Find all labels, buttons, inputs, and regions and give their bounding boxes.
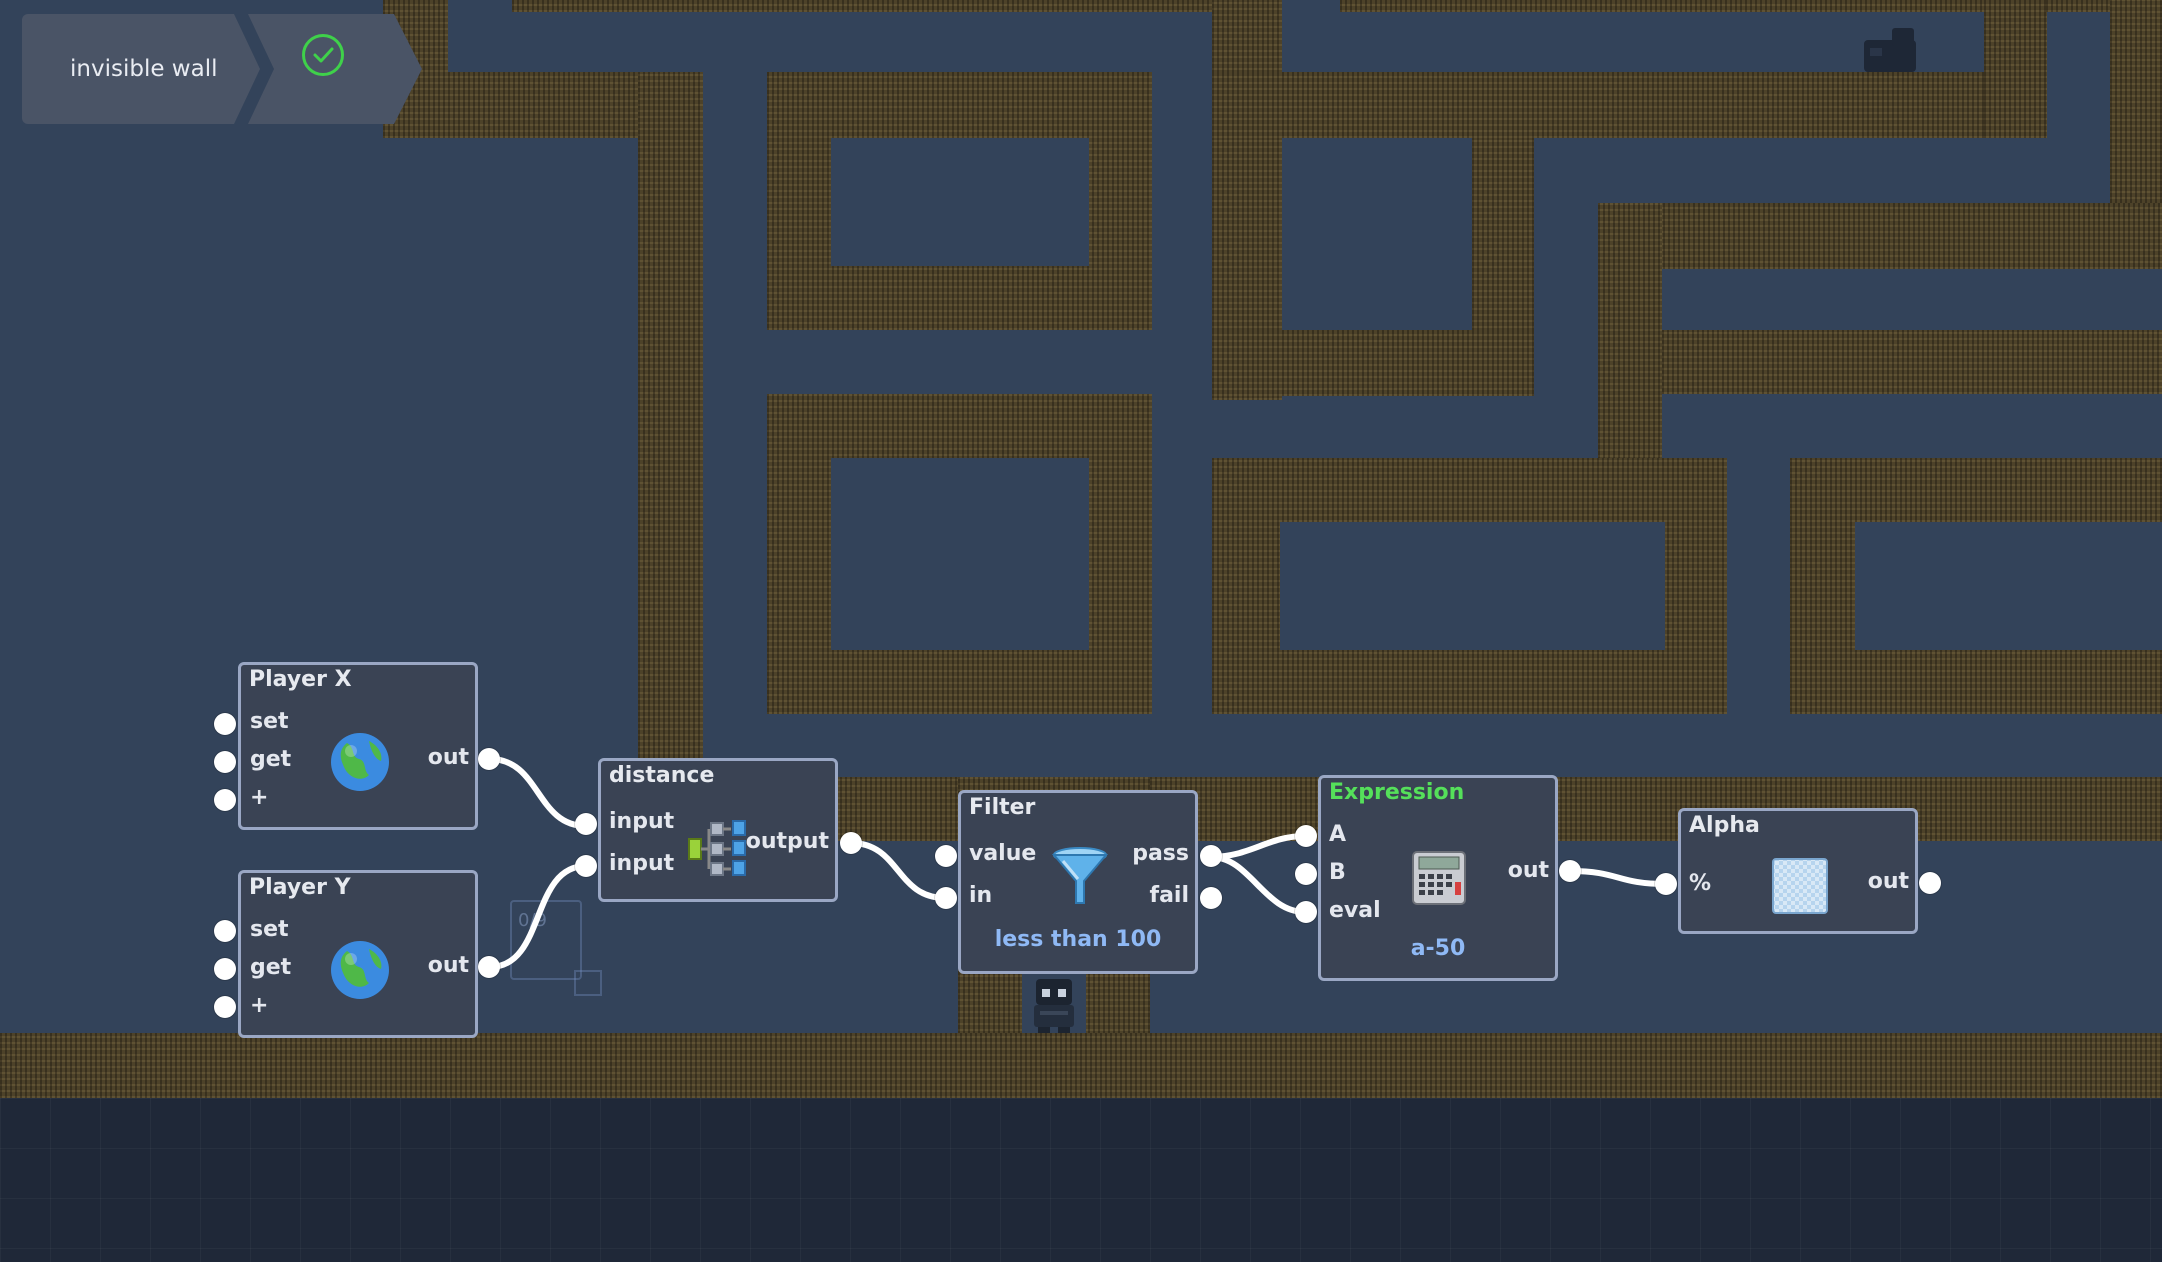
maze-wall — [1984, 0, 2047, 138]
port-label-value: value — [969, 841, 1037, 866]
node-expression[interactable]: Expression A B eval out a-50 — [1318, 775, 1558, 981]
check-circle-icon — [302, 34, 344, 76]
port-label-out: out — [1507, 858, 1549, 883]
maze-wall — [2110, 0, 2162, 205]
port-player-x-get[interactable] — [214, 751, 236, 773]
port-label-a: A — [1329, 822, 1347, 847]
calculator-icon — [1411, 850, 1467, 910]
maze-wall — [638, 72, 703, 772]
port-alpha-out[interactable] — [1919, 872, 1941, 894]
port-label-out: out — [427, 745, 469, 770]
maze-room — [1855, 522, 2162, 650]
port-player-y-out[interactable] — [478, 956, 500, 978]
port-player-y-get[interactable] — [214, 958, 236, 980]
port-label-plus: + — [250, 785, 269, 810]
port-filter-fail[interactable] — [1200, 887, 1222, 909]
port-label-get: get — [250, 955, 292, 980]
port-expression-eval[interactable] — [1295, 901, 1317, 923]
maze-wall — [1340, 0, 1990, 12]
node-title: Expression — [1329, 780, 1465, 805]
port-filter-pass[interactable] — [1200, 845, 1222, 867]
maze-wall — [1598, 203, 1662, 463]
wire-playery-distance[interactable] — [489, 863, 587, 970]
wire-expression-alpha[interactable] — [1569, 868, 1667, 887]
port-filter-in[interactable] — [935, 887, 957, 909]
globe-icon — [329, 731, 391, 797]
maze-wall — [1212, 330, 1534, 396]
port-label-get: get — [250, 747, 292, 772]
funnel-icon — [1051, 845, 1109, 911]
port-label-pass: pass — [1132, 841, 1189, 866]
maze-wall — [1212, 72, 2047, 138]
port-distance-input-2[interactable] — [575, 855, 597, 877]
port-distance-output[interactable] — [840, 832, 862, 854]
port-expression-out[interactable] — [1559, 860, 1581, 882]
bottom-grid-area — [0, 1098, 2162, 1262]
port-label-b: B — [1329, 860, 1346, 885]
port-player-y-plus[interactable] — [214, 996, 236, 1018]
maze-floor-wall — [0, 1033, 2162, 1098]
port-label-in: in — [969, 883, 993, 908]
port-expression-a[interactable] — [1295, 825, 1317, 847]
node-title: distance — [609, 763, 715, 788]
port-label-fail: fail — [1149, 883, 1190, 908]
wire-distance-filter[interactable] — [850, 840, 946, 901]
maze-room — [831, 458, 1089, 650]
node-title: Filter — [969, 795, 1036, 820]
port-label-percent: % — [1689, 871, 1712, 896]
port-distance-input-1[interactable] — [575, 813, 597, 835]
port-label-set: set — [250, 917, 289, 942]
port-label-out: out — [427, 953, 469, 978]
node-player-y[interactable]: Player Y set get + out — [238, 870, 478, 1038]
node-player-x[interactable]: Player X set get + out — [238, 662, 478, 830]
node-title: Alpha — [1689, 813, 1760, 838]
port-label-set: set — [250, 709, 289, 734]
maze-wall — [1598, 203, 2162, 269]
maze-wall — [512, 0, 1212, 12]
port-label-eval: eval — [1329, 898, 1381, 923]
cannon-sprite — [1862, 26, 1918, 78]
node-distance[interactable]: distance input input output — [598, 758, 838, 902]
wire-filter-expression-a[interactable] — [1210, 833, 1306, 860]
maze-room — [831, 138, 1089, 266]
port-label-output: output — [745, 829, 829, 854]
maze-room — [1280, 522, 1665, 650]
ghost-resize-handle — [574, 970, 602, 996]
wire-playerx-distance[interactable] — [489, 756, 587, 829]
node-title: Player X — [249, 667, 352, 692]
port-label-input-1: input — [609, 809, 675, 834]
port-player-x-set[interactable] — [214, 713, 236, 735]
wire-filter-expression-eval[interactable] — [1210, 854, 1306, 915]
filter-condition[interactable]: less than 100 — [994, 927, 1162, 952]
port-player-x-plus[interactable] — [214, 789, 236, 811]
port-expression-b[interactable] — [1295, 863, 1317, 885]
maze-wall — [1662, 330, 2162, 394]
port-player-y-set[interactable] — [214, 920, 236, 942]
port-label-plus: + — [250, 993, 269, 1018]
node-filter[interactable]: Filter value in pass fail less than 100 — [958, 790, 1198, 974]
player-character-sprite — [1026, 975, 1082, 1039]
port-filter-value[interactable] — [935, 845, 957, 867]
node-alpha[interactable]: Alpha % out — [1678, 808, 1918, 934]
expression-formula[interactable]: a-50 — [1410, 936, 1466, 961]
node-title: Player Y — [249, 875, 351, 900]
network-icon — [687, 819, 749, 883]
globe-icon — [329, 939, 391, 1005]
transparency-icon — [1771, 857, 1829, 919]
port-label-input-2: input — [609, 851, 675, 876]
port-alpha-percent[interactable] — [1655, 873, 1677, 895]
port-player-x-out[interactable] — [478, 748, 500, 770]
port-label-out: out — [1867, 869, 1909, 894]
level-title: invisible wall — [22, 14, 260, 124]
